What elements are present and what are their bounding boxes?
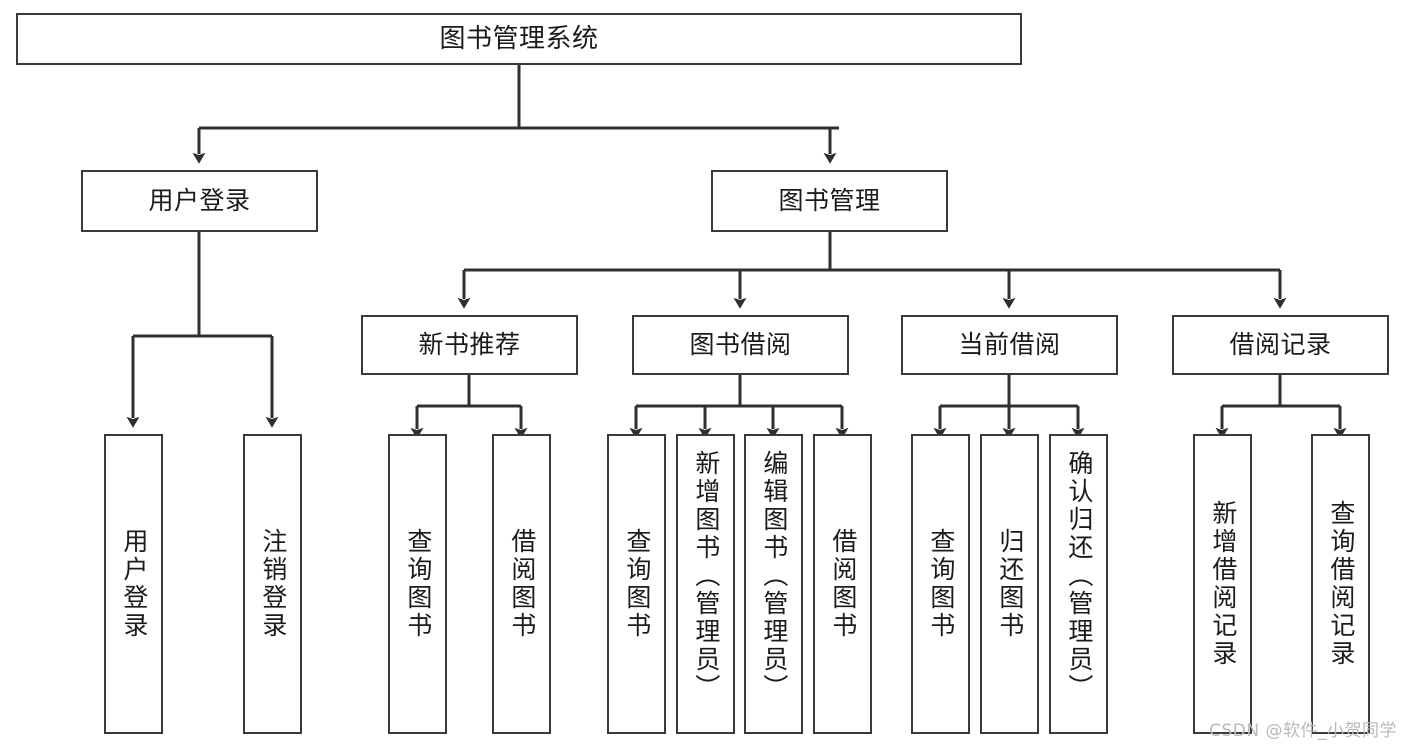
node-current-borrowing[interactable]: 当前借阅 bbox=[901, 315, 1118, 375]
node-label: 借阅图书 bbox=[507, 528, 537, 640]
node-leaf-add-record[interactable]: 新增借阅记录 bbox=[1193, 434, 1252, 734]
node-label: 借阅记录 bbox=[1229, 330, 1332, 360]
node-leaf-add-book[interactable]: 新增图书（管理员） bbox=[676, 434, 735, 734]
node-leaf-borrow-book-b[interactable]: 借阅图书 bbox=[813, 434, 872, 734]
node-leaf-query-book-a[interactable]: 查询图书 bbox=[388, 434, 447, 734]
node-book-management[interactable]: 图书管理 bbox=[711, 170, 948, 232]
node-leaf-logout[interactable]: 注销登录 bbox=[243, 434, 302, 734]
node-label: 新增借阅记录 bbox=[1208, 500, 1238, 668]
node-leaf-return-book[interactable]: 归还图书 bbox=[980, 434, 1039, 734]
node-label: 归还图书 bbox=[995, 528, 1025, 640]
node-label: 查询图书 bbox=[403, 528, 433, 640]
node-book-borrowing[interactable]: 图书借阅 bbox=[632, 315, 849, 375]
node-leaf-query-record[interactable]: 查询借阅记录 bbox=[1311, 434, 1370, 734]
node-label: 确认归还（管理员） bbox=[1064, 450, 1094, 702]
node-system-root[interactable]: 图书管理系统 bbox=[16, 13, 1022, 65]
node-leaf-edit-book[interactable]: 编辑图书（管理员） bbox=[744, 434, 803, 734]
node-label: 用户登录 bbox=[148, 186, 251, 216]
node-borrowing-record[interactable]: 借阅记录 bbox=[1172, 315, 1389, 375]
node-label: 图书管理 bbox=[778, 186, 881, 216]
node-label: 新书推荐 bbox=[418, 330, 521, 360]
node-label: 新增图书（管理员） bbox=[691, 450, 721, 702]
node-leaf-user-login[interactable]: 用户登录 bbox=[104, 434, 163, 734]
node-label: 查询借阅记录 bbox=[1326, 500, 1356, 668]
node-label: 图书管理系统 bbox=[439, 23, 599, 54]
node-label: 编辑图书（管理员） bbox=[759, 450, 789, 702]
node-leaf-query-book-b[interactable]: 查询图书 bbox=[607, 434, 666, 734]
node-user-login[interactable]: 用户登录 bbox=[81, 170, 318, 232]
node-leaf-query-book-c[interactable]: 查询图书 bbox=[911, 434, 970, 734]
node-label: 查询图书 bbox=[926, 528, 956, 640]
node-label: 查询图书 bbox=[622, 528, 652, 640]
node-label: 用户登录 bbox=[119, 528, 149, 640]
csdn-watermark: CSDN @软件_小贺同学 bbox=[1209, 721, 1397, 741]
node-new-book-recommendation[interactable]: 新书推荐 bbox=[361, 315, 578, 375]
node-label: 注销登录 bbox=[258, 528, 288, 640]
node-leaf-borrow-book-a[interactable]: 借阅图书 bbox=[492, 434, 551, 734]
node-label: 图书借阅 bbox=[689, 330, 792, 360]
node-leaf-confirm-return[interactable]: 确认归还（管理员） bbox=[1049, 434, 1108, 734]
node-label: 借阅图书 bbox=[828, 528, 858, 640]
node-label: 当前借阅 bbox=[958, 330, 1061, 360]
